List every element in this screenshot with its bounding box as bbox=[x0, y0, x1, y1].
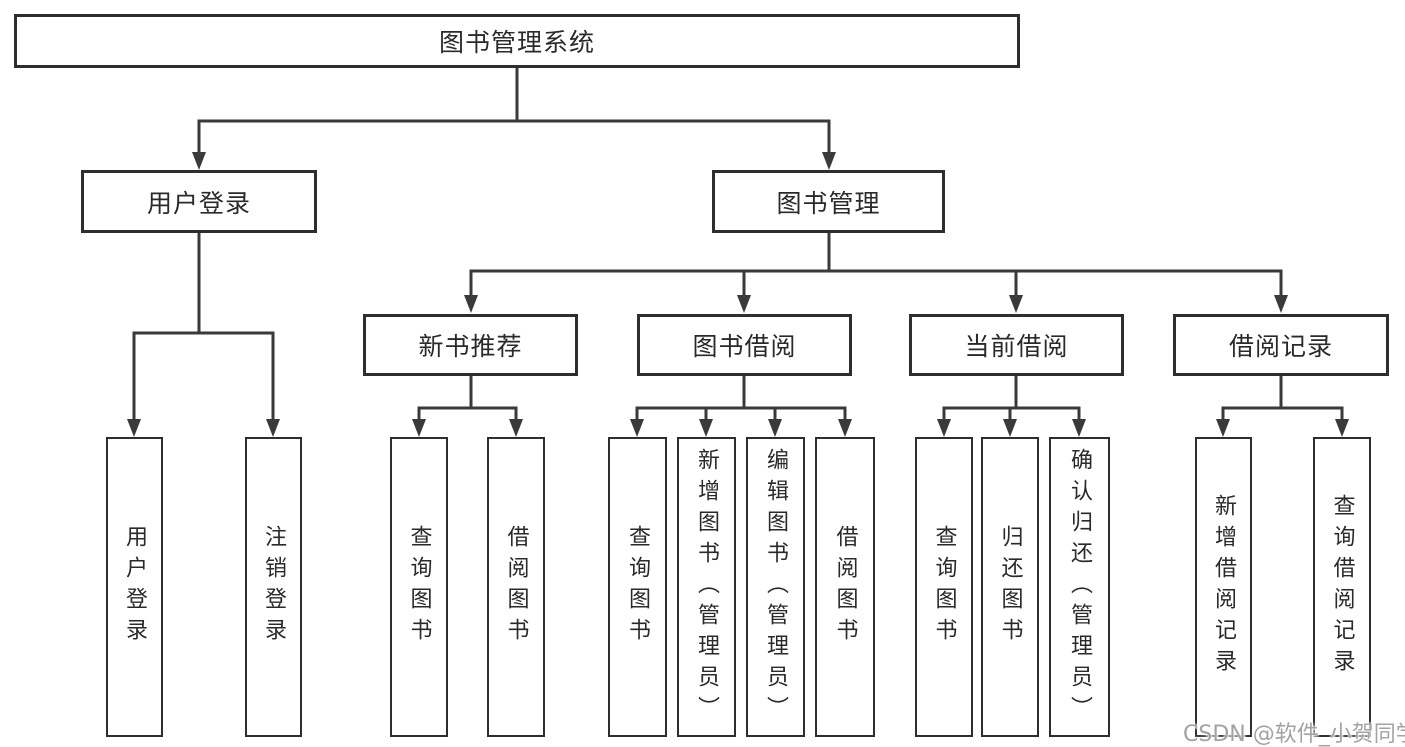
leaf-add-book-admin: 新增图书（管理员） bbox=[677, 437, 736, 737]
node-book-management-label: 图书管理 bbox=[776, 188, 881, 218]
leaf-query-book-label: 查询图书 bbox=[625, 525, 651, 649]
node-borrow-records: 借阅记录 bbox=[1173, 314, 1389, 376]
node-current-borrow-label: 当前借阅 bbox=[964, 332, 1069, 361]
node-user-login: 用户登录 bbox=[81, 170, 317, 233]
leaf-return-book-label: 归还图书 bbox=[997, 525, 1023, 649]
node-book-borrow: 图书借阅 bbox=[637, 314, 852, 376]
leaf-confirm-return-admin: 确认归还（管理员） bbox=[1049, 437, 1110, 737]
leaf-query-book-label: 查询图书 bbox=[406, 525, 432, 649]
leaf-add-borrow-record: 新增借阅记录 bbox=[1195, 437, 1252, 737]
node-borrow-records-label: 借阅记录 bbox=[1228, 332, 1333, 361]
leaf-query-book-under-recommend: 查询图书 bbox=[390, 437, 448, 737]
leaf-confirm-return-admin-label: 确认归还（管理员） bbox=[1067, 447, 1093, 727]
node-current-borrow: 当前借阅 bbox=[909, 314, 1124, 376]
watermark: CSDN @软件_小贺同学 bbox=[1183, 722, 1405, 747]
leaf-return-book: 归还图书 bbox=[981, 437, 1039, 737]
node-book-management: 图书管理 bbox=[712, 170, 945, 233]
leaf-logout-label: 注销登录 bbox=[261, 525, 287, 649]
leaf-edit-book-admin: 编辑图书（管理员） bbox=[746, 437, 805, 737]
leaf-borrow-book-under-borrow: 借阅图书 bbox=[815, 437, 875, 737]
leaf-query-book-under-borrow: 查询图书 bbox=[608, 437, 667, 737]
leaf-query-book-under-current: 查询图书 bbox=[915, 437, 973, 737]
node-root-label: 图书管理系统 bbox=[438, 28, 595, 57]
leaf-query-borrow-record: 查询借阅记录 bbox=[1313, 437, 1371, 737]
leaf-user-login-label: 用户登录 bbox=[122, 525, 148, 649]
leaf-user-login: 用户登录 bbox=[106, 437, 163, 737]
node-new-book-recommend: 新书推荐 bbox=[363, 314, 578, 376]
node-user-login-label: 用户登录 bbox=[146, 188, 251, 218]
node-root: 图书管理系统 bbox=[14, 14, 1020, 68]
leaf-add-borrow-record-label: 新增借阅记录 bbox=[1211, 494, 1237, 680]
leaf-borrow-book-under-recommend: 借阅图书 bbox=[487, 437, 545, 737]
node-new-book-recommend-label: 新书推荐 bbox=[418, 332, 523, 361]
arrowheads bbox=[127, 152, 1349, 437]
leaf-logout: 注销登录 bbox=[245, 437, 302, 737]
leaf-add-book-admin-label: 新增图书（管理员） bbox=[694, 447, 720, 727]
leaf-borrow-book-label: 借阅图书 bbox=[503, 525, 529, 649]
leaf-query-borrow-record-label: 查询借阅记录 bbox=[1329, 494, 1355, 680]
leaf-borrow-book-label: 借阅图书 bbox=[832, 525, 858, 649]
leaf-query-book-label: 查询图书 bbox=[931, 525, 957, 649]
node-book-borrow-label: 图书借阅 bbox=[692, 332, 797, 361]
leaf-edit-book-admin-label: 编辑图书（管理员） bbox=[763, 447, 789, 727]
